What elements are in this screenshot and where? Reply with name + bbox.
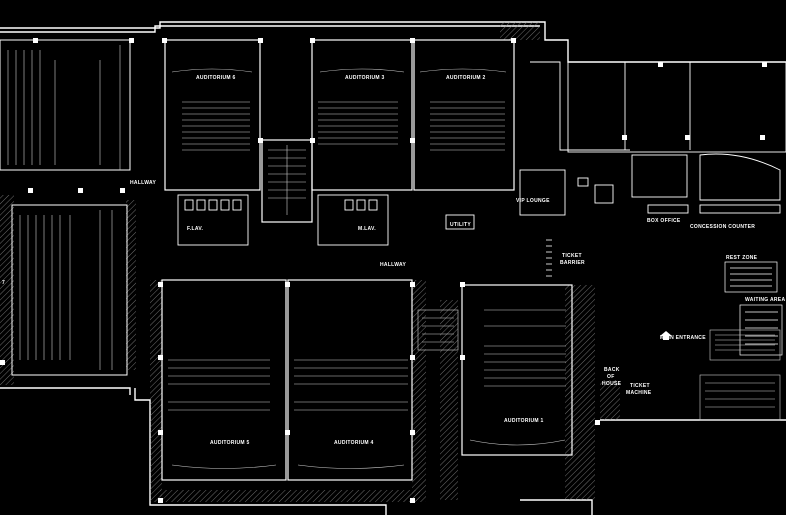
auditorium-3 [311,39,413,191]
label-box-office: BOX OFFICE [647,218,681,224]
label-back-of-house-3: HOUSE [602,381,622,387]
label-auditorium-6: AUDITORIUM 6 [196,75,236,81]
label-ticket-machine-1: TICKET [630,383,650,389]
label-ticket-machine-2: MACHINE [626,390,652,396]
label-ticket-barrier-1: TICKET [562,253,582,259]
auditorium-5 [161,279,287,481]
auditorium-1 [461,284,573,456]
label-utility: UTILITY [450,222,471,228]
rest-zone [724,261,783,356]
label-main-entrance: MAIN ENTRANCE [660,335,706,341]
label-concession-counter: CONCESSION COUNTER [690,224,755,230]
label-auditorium-1: AUDITORIUM 1 [504,418,544,424]
label-hallway-center: HALLWAY [380,262,406,268]
label-auditorium-5: AUDITORIUM 5 [210,440,250,446]
entrance-stairs [699,329,781,421]
auditorium-top-left [0,39,131,171]
auditorium-2 [413,39,515,191]
structural-pillars [0,38,767,503]
label-m-lav: M.LAV. [358,226,376,232]
room-labels: AUDITORIUM 6 AUDITORIUM 3 AUDITORIUM 2 A… [2,75,785,446]
stair-core-upper [261,139,313,223]
lavatory-blocks [177,194,475,246]
auditorium-4 [287,279,413,481]
label-rest-zone: REST ZONE [726,255,758,261]
stair-core-lower [417,309,459,351]
building-shell [0,21,786,515]
label-vip-lounge: VIP LOUNGE [516,198,550,204]
label-f-lav: F.LAV. [187,226,204,232]
label-ticket-barrier-2: BARRIER [560,260,585,266]
label-auditorium-7: 7 [2,280,5,286]
label-hallway-west: HALLWAY [130,180,156,186]
hatched-walls [0,22,620,502]
main-entrance-arrow-icon [660,331,672,340]
label-back-of-house-2: OF [607,374,615,380]
auditorium-6 [164,39,261,191]
label-auditorium-3: AUDITORIUM 3 [345,75,385,81]
label-back-of-house-1: BACK [604,367,620,373]
ticket-barrier [546,239,552,277]
label-waiting-area: WAITING AREA [745,297,785,303]
label-auditorium-2: AUDITORIUM 2 [446,75,486,81]
label-auditorium-4: AUDITORIUM 4 [334,440,374,446]
auditorium-7 [11,204,128,376]
vip-lounge-area [519,61,630,216]
box-office-concession [567,61,786,214]
